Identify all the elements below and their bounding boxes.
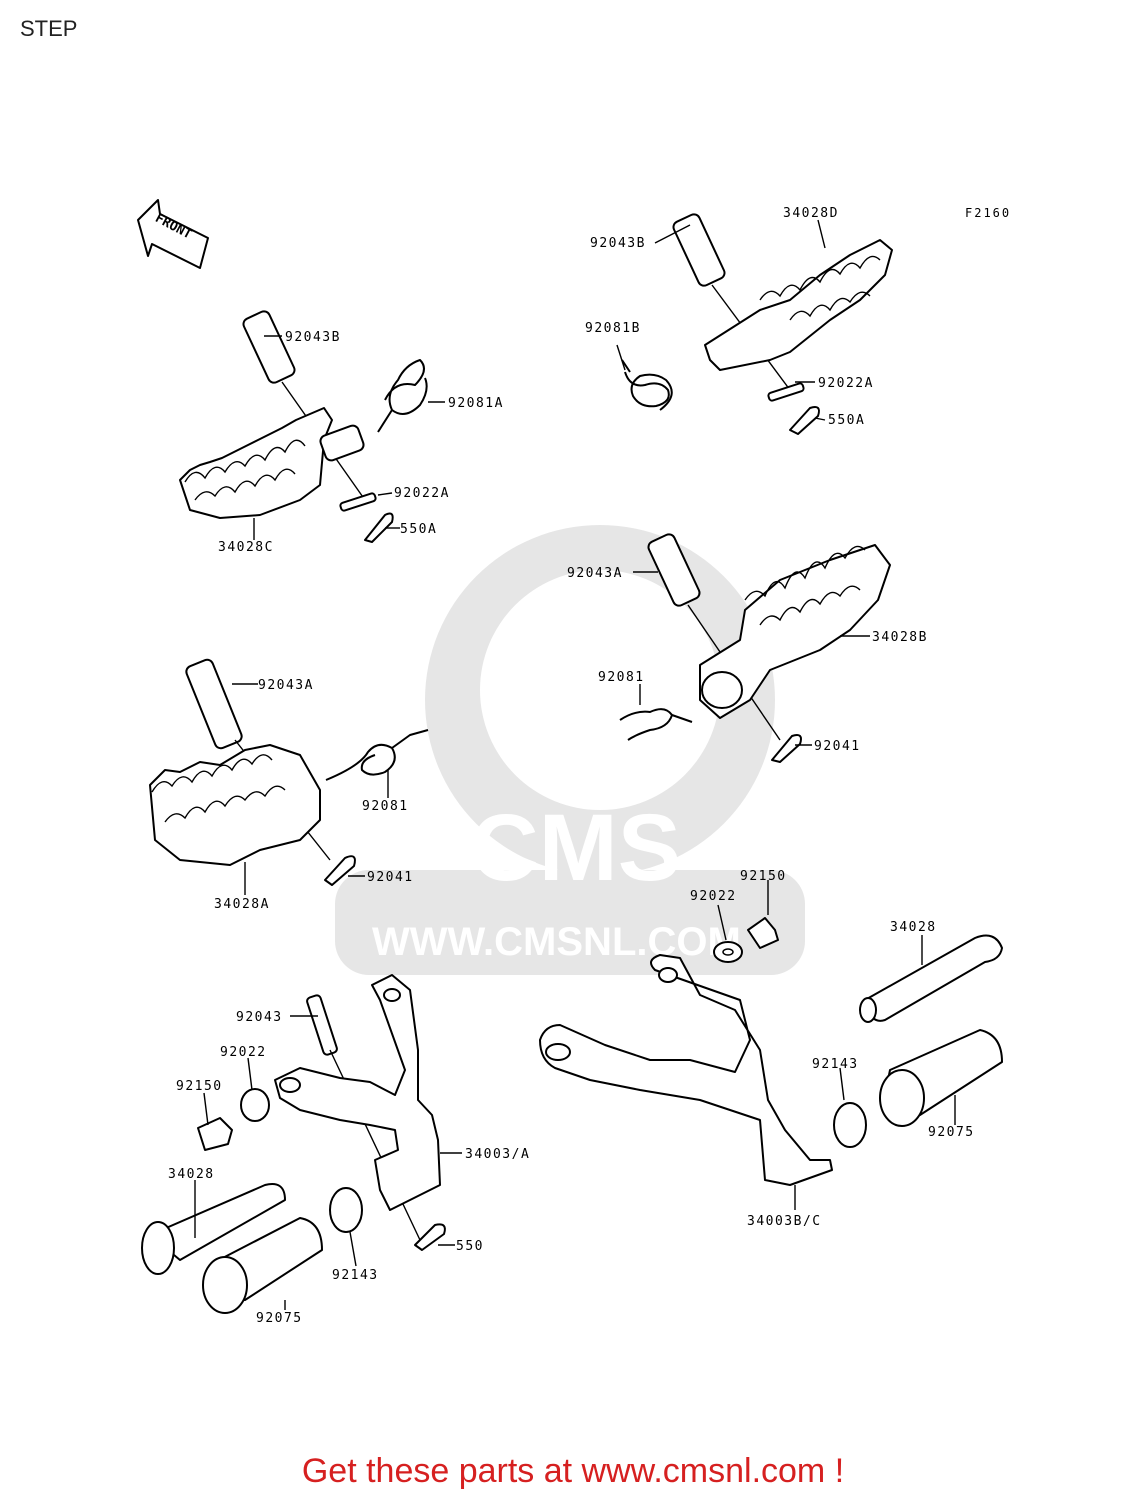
label-34028A: 34028A [214,897,270,912]
label-34003BC: 34003B/C [747,1214,822,1229]
circlip-92022A [339,492,377,512]
label-34028: 34028 [168,1167,215,1182]
label-92081: 92081 [362,799,409,814]
label-92081B: 92081B [585,321,641,336]
pin-34028 [864,934,1003,1022]
cotter-pin-550A [789,406,820,435]
label-92150: 92150 [740,869,787,884]
label-92043B: 92043B [285,330,341,345]
pin-92043A [647,533,701,607]
label-92081: 92081 [598,670,645,685]
label-92043: 92043 [236,1010,283,1025]
part-labels: 92043B 34028D 92081B 92022A 550A 92043B … [168,206,975,1326]
plug-92150 [747,917,779,949]
footpeg-body-34028C [179,407,333,519]
pin-92043A [185,658,243,750]
watermark-brand: CMS [470,795,681,901]
watermark-url: WWW.CMSNL.COM [372,920,741,964]
label-34028C: 34028C [218,540,274,555]
bracket-body-34003BC [539,954,833,1186]
washer-92143 [833,1102,867,1148]
footpeg-body-34028D [704,239,893,371]
label-92022: 92022 [220,1045,267,1060]
footer-promo-text: Get these parts at www.cmsnl.com ! [301,1452,845,1490]
label-550A: 550A [400,522,437,537]
label-550A: 550A [828,413,865,428]
bracket-34003BC [539,917,1003,1186]
label-92075: 92075 [256,1311,303,1326]
footpeg-34028B [619,533,891,763]
page-title: STEP [20,16,78,41]
washer-92143 [329,1187,363,1233]
cotter-pin-550A [364,512,394,543]
footpeg-34028D [621,213,893,435]
label-92075: 92075 [928,1125,975,1140]
label-92022A: 92022A [818,376,874,391]
plug-92150 [197,1117,233,1151]
watermark-banner [335,870,805,975]
label-92143: 92143 [332,1268,379,1283]
label-34003A: 34003/A [465,1147,530,1162]
pin-92043B [672,213,726,287]
pin-34028 [149,1183,286,1261]
watermark-mascot-face [480,570,720,810]
pin-92043 [306,994,338,1056]
bracket-body-34003A [274,974,441,1211]
label-34028D: 34028D [783,206,839,221]
cotter-pin-92041 [324,855,356,886]
footpeg-body-34028B [699,544,891,719]
cotter-pin-550 [414,1223,446,1251]
label-92043B: 92043B [590,236,646,251]
circlip-92022A [767,382,805,402]
label-550: 550 [456,1239,484,1254]
footpeg-34028A [149,658,429,886]
cotter-pin-92041 [771,734,802,763]
label-92022: 92022 [690,889,737,904]
label-92150: 92150 [176,1079,223,1094]
parts-diagram: CMS WWW.CMSNL.COM FRONT [137,199,1003,1326]
pin-92043B [242,310,296,384]
front-arrow: FRONT [137,199,209,269]
label-34028: 34028 [890,920,937,935]
footpeg-body-34028A [149,744,321,866]
label-92143: 92143 [812,1057,859,1072]
label-92043A: 92043A [258,678,314,693]
label-34028B: 34028B [872,630,928,645]
figure-code: F2160 [965,206,1012,220]
watermark: CMS WWW.CMSNL.COM [335,525,805,975]
washer-92022 [240,1088,270,1122]
leader-lines [194,219,956,1310]
label-92081A: 92081A [448,396,504,411]
bracket-34003A [141,974,446,1314]
footpeg-34028C [179,310,428,543]
label-92022A: 92022A [394,486,450,501]
label-92041: 92041 [814,739,861,754]
label-92043A: 92043A [567,566,623,581]
label-92041: 92041 [367,870,414,885]
